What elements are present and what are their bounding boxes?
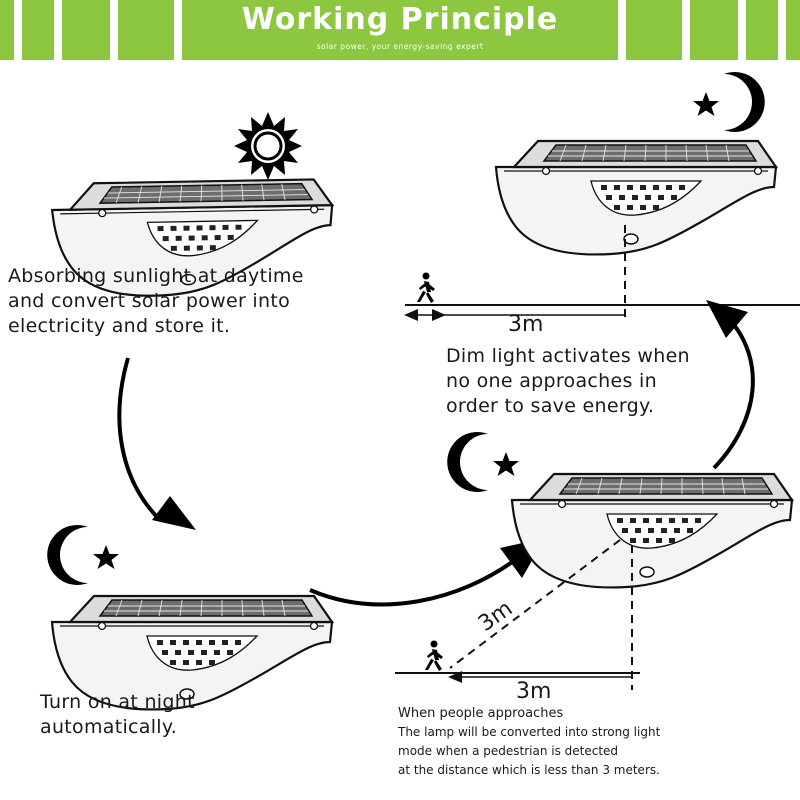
page-subtitle: solar power, your energy-saving expert xyxy=(316,42,484,51)
sensor-dashline-diagonal xyxy=(449,539,621,669)
cycle-arrow-bottom xyxy=(309,558,517,607)
caption-night: Turn on at night automatically. xyxy=(40,690,195,740)
header-band-left-1 xyxy=(0,0,14,60)
caption-strong: When people approaches The lamp will be … xyxy=(398,704,660,780)
pedestrian-icon-bottom xyxy=(425,640,443,671)
caption-dim-line-3: order to save energy. xyxy=(446,395,655,417)
caption-dim-line-2: no one approaches in xyxy=(446,370,657,392)
caption-daytime-line-2: and convert solar power into xyxy=(8,290,290,312)
measure-arrow-bottom-left xyxy=(448,671,462,683)
caption-strong-line-3: at the distance which is less than 3 met… xyxy=(398,763,660,777)
header-band-right-4 xyxy=(786,0,800,60)
caption-strong-heading: When people approaches xyxy=(398,706,564,721)
moon-star-icon-top xyxy=(693,72,765,132)
cycle-arrow-left-head xyxy=(152,496,196,530)
caption-dim-line-1: Dim light activates when xyxy=(446,345,690,367)
caption-daytime: Absorbing sunlight at daytime and conver… xyxy=(8,264,304,339)
caption-daytime-line-1: Absorbing sunlight at daytime xyxy=(8,265,304,287)
header-band-left-3 xyxy=(62,0,110,60)
cycle-arrow-left xyxy=(117,357,162,522)
measure-arrow-top-left xyxy=(404,309,418,321)
caption-night-line-2: automatically. xyxy=(40,716,178,738)
distance-label-top: 3m xyxy=(508,312,544,337)
moon-star-icon-middle xyxy=(447,432,519,492)
pedestrian-icon-top xyxy=(417,272,435,303)
distance-label-bottom: 3m xyxy=(516,679,552,704)
header-title-box: Working Principle solar power, your ener… xyxy=(182,0,618,60)
header-band-right-3 xyxy=(746,0,778,60)
caption-strong-line-2: mode when a pedestrian is detected xyxy=(398,744,619,758)
cycle-arrow-right-head xyxy=(706,300,748,338)
caption-daytime-line-3: electricity and store it. xyxy=(8,315,231,337)
header-band-right-1 xyxy=(626,0,682,60)
header-band-left-2 xyxy=(22,0,54,60)
header-band-left-4 xyxy=(118,0,174,60)
lamp-dim-image xyxy=(494,139,778,256)
caption-strong-line-1: The lamp will be converted into strong l… xyxy=(398,725,661,739)
page-title: Working Principle xyxy=(241,2,559,37)
caption-night-line-1: Turn on at night xyxy=(40,691,195,713)
lamp-strong-image xyxy=(510,472,794,589)
moon-star-icon-left xyxy=(47,525,119,585)
caption-dim: Dim light activates when no one approach… xyxy=(446,344,690,419)
header-band-right-2 xyxy=(690,0,738,60)
measure-arrow-top-right xyxy=(432,309,446,321)
sun-icon xyxy=(234,112,302,180)
cycle-arrow-right xyxy=(712,318,755,470)
